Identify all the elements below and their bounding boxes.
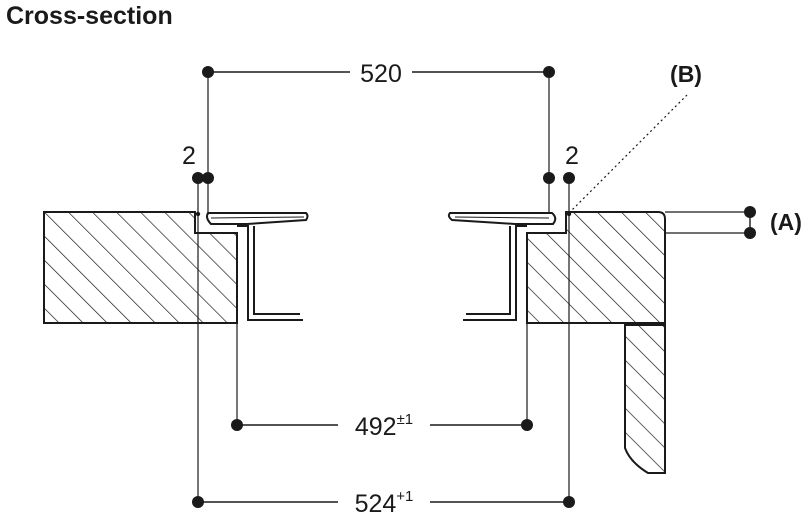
dimension-lines: [198, 71, 751, 503]
page-title: Cross-section: [6, 2, 173, 30]
gap-right-label: 2: [565, 142, 579, 170]
right-worktop: [526, 211, 666, 324]
dimension-492-tolerance: ±1: [397, 411, 414, 428]
dimension-524-tolerance: +1: [396, 488, 413, 505]
right-hob-frame: [447, 212, 557, 321]
dimension-dots: [192, 66, 756, 508]
cabinet-side-panel: [624, 324, 666, 474]
dimension-520-label: 520: [360, 60, 402, 88]
callout-b-leader: [568, 94, 688, 214]
gap-left-label: 2: [182, 142, 196, 170]
dimension-524-label: 524+1: [355, 488, 414, 518]
extension-lines: [197, 72, 750, 502]
dimension-492-label: 492±1: [355, 411, 413, 441]
left-worktop: [43, 211, 238, 324]
callout-b-label: (B): [670, 61, 702, 87]
dimension-524-value: 524: [355, 490, 397, 518]
left-hob-frame: [206, 212, 309, 321]
callout-a-label: (A): [770, 209, 802, 235]
dimension-492-value: 492: [355, 413, 397, 441]
